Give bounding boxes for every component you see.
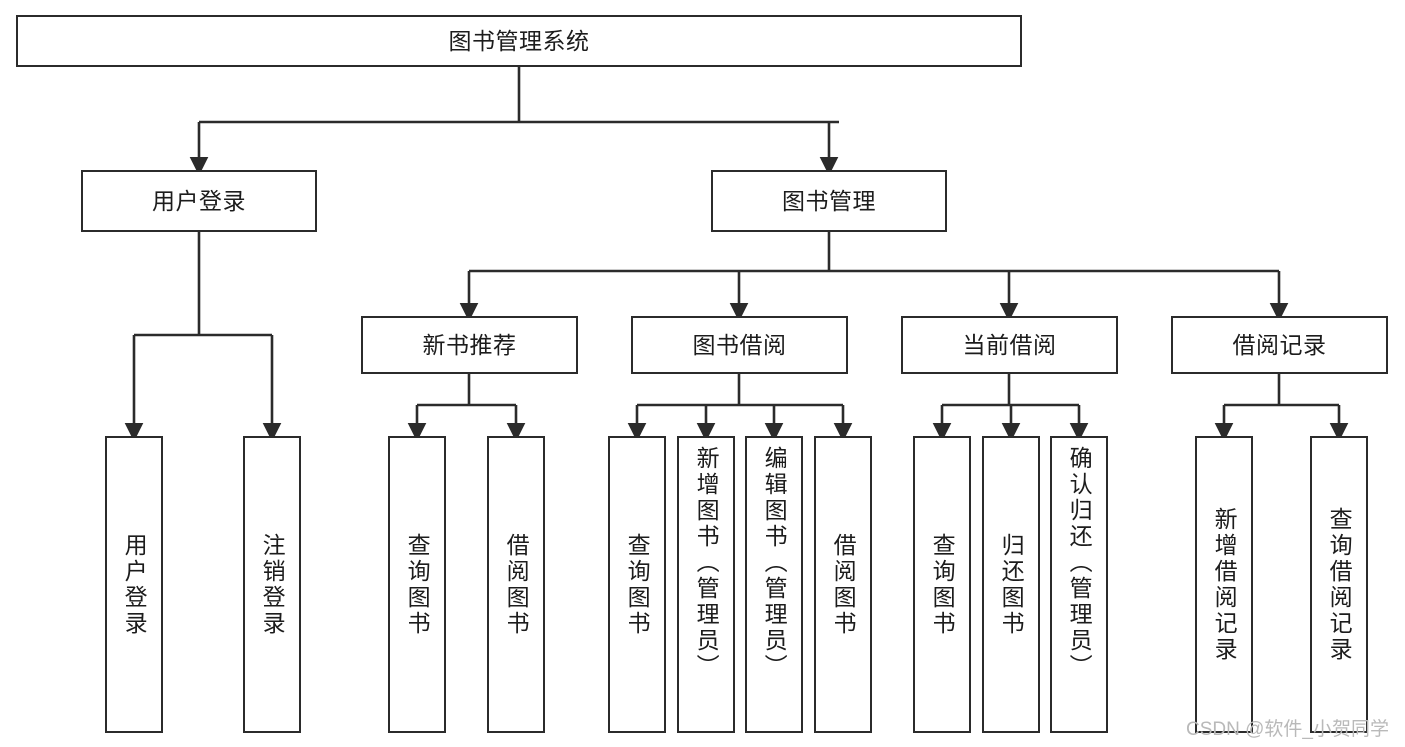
node-leaf-query-book-recommend-label: 查询图书 xyxy=(404,532,431,637)
node-leaf-edit-book-admin[interactable]: 编辑图书（管理员） xyxy=(745,436,803,733)
node-leaf-user-login-label: 用户登录 xyxy=(121,532,148,637)
node-leaf-add-book-admin[interactable]: 新增图书（管理员） xyxy=(677,436,735,733)
node-leaf-query-book-current[interactable]: 查询图书 xyxy=(913,436,971,733)
node-root-label: 图书管理系统 xyxy=(448,27,590,54)
node-leaf-query-book-current-label: 查询图书 xyxy=(929,532,956,637)
node-new-book-recommend-label: 新书推荐 xyxy=(422,331,517,358)
watermark: CSDN @软件_小贺同学 xyxy=(1186,719,1389,740)
node-leaf-query-book-borrow-label: 查询图书 xyxy=(624,532,651,637)
node-book-management[interactable]: 图书管理 xyxy=(711,170,947,232)
node-leaf-add-borrow-record-label: 新增借阅记录 xyxy=(1211,506,1238,663)
node-user-login[interactable]: 用户登录 xyxy=(81,170,317,232)
node-book-borrow[interactable]: 图书借阅 xyxy=(631,316,848,374)
node-book-management-label: 图书管理 xyxy=(782,187,876,214)
node-leaf-add-borrow-record[interactable]: 新增借阅记录 xyxy=(1195,436,1253,733)
node-root[interactable]: 图书管理系统 xyxy=(16,15,1022,67)
node-leaf-borrow-book-recommend[interactable]: 借阅图书 xyxy=(487,436,545,733)
node-leaf-borrow-book-label: 借阅图书 xyxy=(830,532,857,637)
node-leaf-query-borrow-record[interactable]: 查询借阅记录 xyxy=(1310,436,1368,733)
node-leaf-return-book[interactable]: 归还图书 xyxy=(982,436,1040,733)
node-leaf-query-book-borrow[interactable]: 查询图书 xyxy=(608,436,666,733)
node-leaf-confirm-return-admin[interactable]: 确认归还（管理员） xyxy=(1050,436,1108,733)
node-current-borrow-label: 当前借阅 xyxy=(962,331,1057,358)
node-user-login-label: 用户登录 xyxy=(152,187,246,214)
node-leaf-query-borrow-record-label: 查询借阅记录 xyxy=(1326,506,1353,663)
node-leaf-edit-book-admin-label: 编辑图书（管理员） xyxy=(761,446,788,680)
node-leaf-borrow-book[interactable]: 借阅图书 xyxy=(814,436,872,733)
node-book-borrow-label: 图书借阅 xyxy=(692,331,787,358)
node-leaf-user-login[interactable]: 用户登录 xyxy=(105,436,163,733)
node-leaf-add-book-admin-label: 新增图书（管理员） xyxy=(693,446,720,680)
node-leaf-logout[interactable]: 注销登录 xyxy=(243,436,301,733)
node-borrow-record-label: 借阅记录 xyxy=(1232,331,1327,358)
node-borrow-record[interactable]: 借阅记录 xyxy=(1171,316,1388,374)
node-leaf-query-book-recommend[interactable]: 查询图书 xyxy=(388,436,446,733)
node-new-book-recommend[interactable]: 新书推荐 xyxy=(361,316,578,374)
node-leaf-borrow-book-recommend-label: 借阅图书 xyxy=(503,532,530,637)
node-leaf-return-book-label: 归还图书 xyxy=(998,532,1025,637)
node-leaf-logout-label: 注销登录 xyxy=(259,532,286,637)
node-current-borrow[interactable]: 当前借阅 xyxy=(901,316,1118,374)
node-leaf-confirm-return-admin-label: 确认归还（管理员） xyxy=(1066,446,1093,680)
